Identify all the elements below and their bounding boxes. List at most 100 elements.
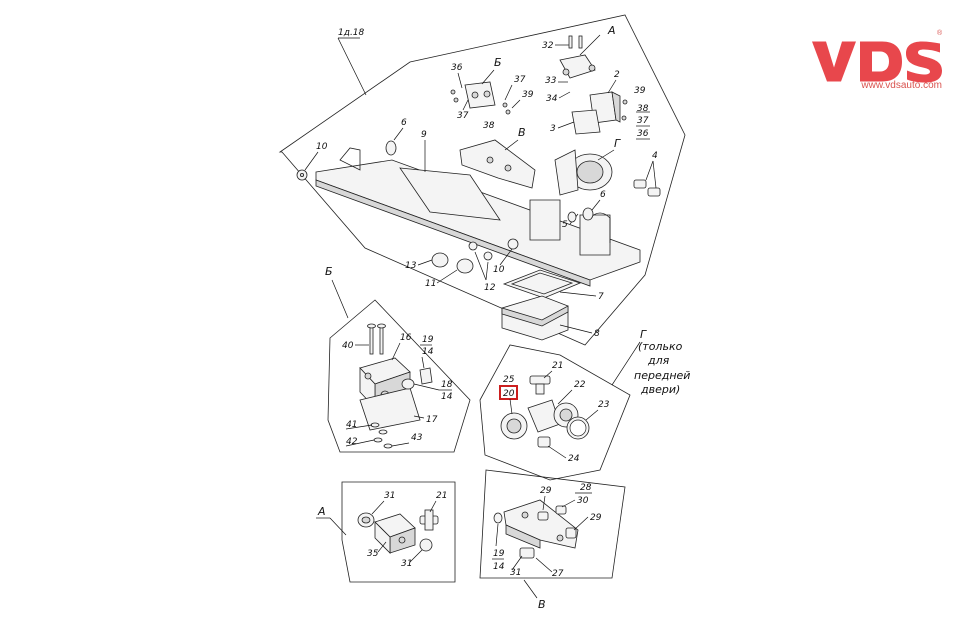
- label-22: 22: [574, 380, 586, 390]
- callout-34: 34: [546, 94, 558, 104]
- callout-38b: 38: [483, 121, 495, 131]
- registered-mark: ®: [937, 30, 943, 37]
- seal-ring-23: [566, 416, 590, 440]
- tee-21-a: [419, 509, 439, 531]
- detail-v: В 27 29 28 30 29 19 14 31: [479, 469, 626, 611]
- detail-g-note-1: (только: [638, 340, 683, 353]
- washer-10a: [296, 169, 308, 181]
- callout-B-top: Б: [494, 56, 502, 69]
- fitting-19: [419, 367, 433, 385]
- label-35: 35: [367, 549, 379, 559]
- detail-g-title: Г: [640, 328, 647, 341]
- callout-38a: 38: [637, 104, 649, 114]
- fitting-19-v: [493, 512, 503, 524]
- detail-b: Б 40 16 17 19 14: [325, 265, 471, 453]
- plate-7: [502, 269, 582, 299]
- label-21-a: 21: [436, 491, 447, 501]
- tee-21: [529, 375, 551, 395]
- label-14b: 14: [441, 392, 453, 402]
- washer-10b: [507, 238, 519, 250]
- label-14-v: 14: [493, 562, 505, 572]
- callout-9: 9: [421, 130, 427, 140]
- vds-logo: [812, 41, 942, 83]
- callout-4: 4: [652, 151, 658, 161]
- callout-13: 13: [405, 261, 417, 271]
- cap-20: [500, 412, 528, 440]
- label-41: 41: [346, 420, 357, 430]
- label-14a: 14: [422, 347, 434, 357]
- label-16: 16: [400, 333, 412, 343]
- callout-7: 7: [598, 292, 604, 302]
- label-29b: 29: [590, 513, 602, 523]
- fitting-18: [401, 378, 415, 390]
- label-20: 20: [503, 389, 515, 399]
- label-17: 17: [426, 415, 438, 425]
- fitting-31b: [419, 538, 433, 552]
- callout-10a: 10: [316, 142, 328, 152]
- label-23: 23: [598, 400, 610, 410]
- detail-g-note-3: передней: [634, 369, 690, 382]
- label-42: 42: [346, 437, 358, 447]
- washers-12: [468, 241, 493, 261]
- callout-39a: 39: [522, 90, 534, 100]
- callout-G-top: Г: [614, 137, 621, 150]
- callout-12: 12: [484, 283, 496, 293]
- callout-33: 33: [545, 76, 557, 86]
- detail-a-title: А: [317, 505, 326, 518]
- valve-block-35: [374, 513, 416, 554]
- main-assembly: 1д.18 А 32 Б 36: [278, 14, 686, 346]
- valve-block-b: [464, 81, 496, 109]
- block-3: [571, 109, 601, 135]
- label-43: 43: [411, 433, 423, 443]
- fitting-31a: [357, 512, 375, 528]
- fitting-11: [456, 258, 474, 274]
- callout-A-top: А: [607, 24, 616, 37]
- highlight-box: [499, 385, 518, 400]
- callout-V-top: В: [518, 126, 526, 139]
- fittings-4: [633, 179, 661, 197]
- label-19: 19: [422, 335, 434, 345]
- label-28: 28: [580, 483, 592, 493]
- label-27: 27: [552, 569, 564, 579]
- label-40: 40: [342, 341, 354, 351]
- detail-g: Г (только для передней двери) 21 22 25 2…: [479, 328, 690, 481]
- callout-37b: 37: [514, 75, 526, 85]
- detail-g-note-2: для: [647, 354, 670, 367]
- cylinder-g: [554, 149, 613, 196]
- label-31-v: 31: [510, 568, 521, 578]
- label-31b: 31: [401, 559, 412, 569]
- label-30: 30: [577, 496, 589, 506]
- fittings-29: [537, 505, 577, 539]
- callout-36a: 36: [451, 63, 463, 73]
- label-25: 25: [503, 375, 515, 385]
- callout-11: 11: [425, 279, 436, 289]
- label-31a: 31: [384, 491, 395, 501]
- callout-8: 8: [594, 329, 600, 339]
- fitting-13: [431, 252, 449, 268]
- detail-v-title: В: [538, 598, 546, 611]
- callout-6b: 6: [600, 190, 606, 200]
- detail-b-title: Б: [325, 265, 333, 278]
- valve-block-a: [559, 54, 596, 79]
- logo-url[interactable]: www.vdsauto.com: [861, 80, 942, 91]
- bracket-27: [503, 499, 579, 549]
- callout-3: 3: [550, 124, 556, 134]
- callout-37a: 37: [457, 111, 469, 121]
- callout-6a: 6: [401, 118, 407, 128]
- callout-2: 2: [614, 70, 620, 80]
- callout-sheet-ref: 1д.18: [338, 28, 365, 38]
- label-21-g: 21: [552, 361, 563, 371]
- detail-a: А 31 35 21 31: [316, 481, 456, 583]
- fitting-6a: [385, 140, 397, 156]
- bracket-17: [359, 387, 421, 431]
- detail-g-note-4: двери): [640, 383, 680, 396]
- frame-beam: [315, 147, 641, 287]
- callout-39b: 39: [634, 86, 646, 96]
- callout-5: 5: [562, 220, 568, 230]
- label-24: 24: [568, 454, 580, 464]
- callout-32: 32: [542, 41, 554, 51]
- box-8: [501, 295, 569, 341]
- callout-36b: 36: [637, 129, 649, 139]
- callout-10b: 10: [493, 265, 505, 275]
